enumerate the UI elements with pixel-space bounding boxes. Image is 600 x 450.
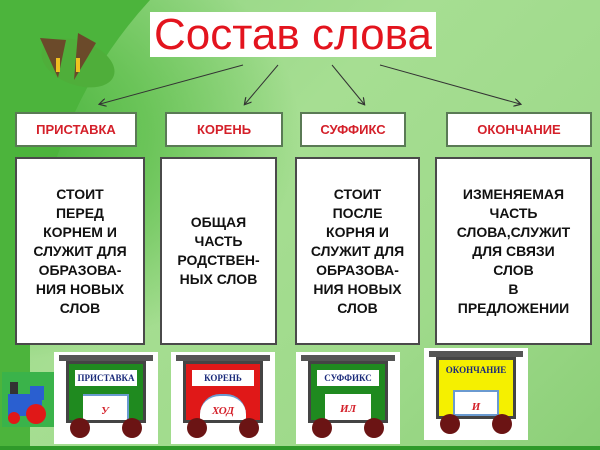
wagon-label: СУФФИКС: [317, 370, 379, 386]
wheel: [122, 418, 142, 438]
bottom-stripe: [0, 446, 600, 450]
arrow-suffix: [331, 64, 364, 104]
wheel: [70, 418, 90, 438]
wagon-label: КОРЕНЬ: [192, 370, 254, 386]
header-prefix: ПРИСТАВКА: [15, 112, 137, 147]
wagon-suffix: СУФФИКС ИЛ: [296, 352, 400, 444]
wheel: [440, 414, 460, 434]
wheel: [312, 418, 332, 438]
page-title: Состав слова: [150, 12, 436, 57]
desc-ending: ИЗМЕНЯЕМАЯ ЧАСТЬ СЛОВА,СЛУЖИТ ДЛЯ СВЯЗИ …: [435, 157, 592, 345]
wagon-ending: ОКОНЧАНИЕ И: [424, 348, 528, 440]
header-suffix: СУФФИКС: [300, 112, 406, 147]
morpheme: И: [453, 390, 499, 416]
header-root: КОРЕНЬ: [165, 112, 283, 147]
arrow-root: [245, 64, 279, 104]
arrow-ending: [379, 64, 520, 104]
wagon-prefix: ПРИСТАВКА У: [54, 352, 158, 444]
arrows: [0, 64, 600, 120]
butterfly-on-leaf-image: [40, 33, 115, 88]
wagon-root: КОРЕНЬ ХОД: [171, 352, 275, 444]
header-ending: ОКОНЧАНИЕ: [446, 112, 592, 147]
wheel: [492, 414, 512, 434]
desc-root: ОБЩАЯ ЧАСТЬ РОДСТВЕН- НЫХ СЛОВ: [160, 157, 277, 345]
wheel: [364, 418, 384, 438]
arrow-prefix: [100, 64, 244, 104]
morpheme: ХОД: [200, 394, 246, 420]
wagon-label: ОКОНЧАНИЕ: [445, 365, 507, 375]
morpheme: ИЛ: [325, 394, 371, 420]
morpheme: У: [83, 394, 129, 420]
wheel: [187, 418, 207, 438]
desc-suffix: СТОИТ ПОСЛЕ КОРНЯ И СЛУЖИТ ДЛЯ ОБРАЗОВА-…: [295, 157, 420, 345]
wheel: [239, 418, 259, 438]
wagon-label: ПРИСТАВКА: [75, 370, 137, 386]
locomotive-image: [2, 372, 54, 427]
desc-prefix: СТОИТ ПЕРЕД КОРНЕМ И СЛУЖИТ ДЛЯ ОБРАЗОВА…: [15, 157, 145, 345]
